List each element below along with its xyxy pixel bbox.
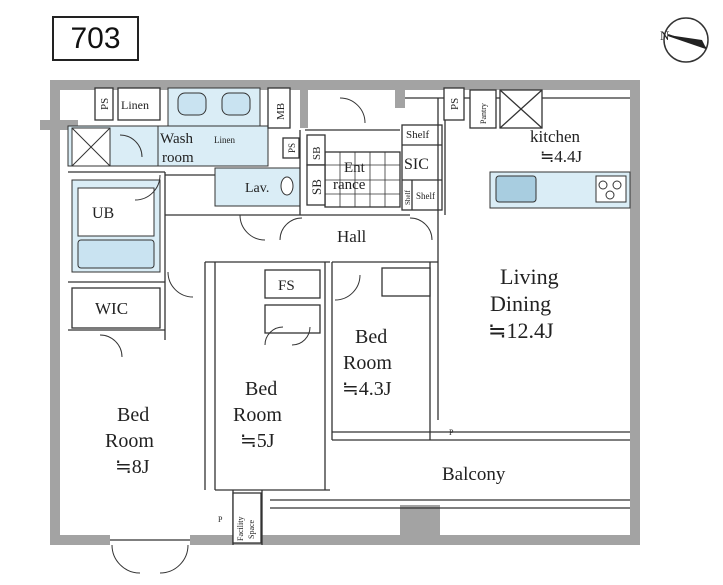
label-bed-main-2: Room bbox=[105, 430, 154, 452]
label-sic: SIC bbox=[404, 156, 429, 173]
label-bed-center-2: Room bbox=[233, 404, 282, 426]
label-bed-right-1: Bed bbox=[355, 326, 387, 348]
label-bed-main-size: ≒8J bbox=[115, 456, 150, 478]
label-p-balcony: P bbox=[218, 515, 223, 524]
sink-left-icon bbox=[177, 92, 207, 116]
fixtures bbox=[71, 92, 627, 269]
room-labels: Wash room UB WIC Bed Room ≒8J Bed Room ≒… bbox=[92, 127, 583, 485]
sink-right-icon bbox=[221, 92, 251, 116]
stove-icon bbox=[595, 175, 627, 203]
label-bed-center-size: ≒5J bbox=[240, 430, 275, 452]
label-ub: UB bbox=[92, 205, 114, 222]
label-bed-center-1: Bed bbox=[245, 378, 277, 400]
interior-walls bbox=[68, 87, 630, 545]
label-ent-2: rance bbox=[333, 177, 366, 193]
fixture-labels: Linen Linen MB PS PS PS Pantry SB SB Lav… bbox=[99, 98, 488, 541]
label-kitchen: kitchen bbox=[530, 127, 581, 146]
label-living-2: Dining bbox=[490, 291, 551, 316]
toilet-icon bbox=[280, 176, 294, 196]
label-bed-right-size: ≒4.3J bbox=[342, 378, 392, 400]
label-ps-left: PS bbox=[99, 98, 111, 110]
label-sb-lower: SB bbox=[309, 179, 324, 195]
sink-kitchen-icon bbox=[495, 175, 537, 203]
label-living-1: Living bbox=[500, 264, 559, 289]
unit-number-label: 703 bbox=[52, 16, 139, 61]
label-mb: MB bbox=[275, 103, 287, 120]
door-swings bbox=[99, 97, 433, 574]
label-fs: FS bbox=[278, 278, 295, 294]
label-kitchen-size: ≒4.4J bbox=[540, 147, 583, 166]
label-wic: WIC bbox=[95, 299, 128, 318]
label-linen-small: Linen bbox=[214, 135, 235, 145]
shower-area bbox=[77, 187, 155, 237]
label-p-living: P bbox=[449, 428, 454, 437]
label-hall: Hall bbox=[337, 227, 367, 246]
label-facility-2: Space bbox=[247, 519, 256, 539]
label-ent-1: Ent bbox=[344, 160, 366, 176]
label-shelf-top: Shelf bbox=[406, 129, 430, 141]
label-bed-main-1: Bed bbox=[117, 404, 149, 426]
label-pantry: Pantry bbox=[479, 103, 488, 124]
label-bed-right-2: Room bbox=[343, 352, 392, 374]
compass-north-label: N bbox=[660, 28, 670, 43]
label-wash-2: room bbox=[162, 150, 194, 166]
label-linen-top: Linen bbox=[121, 98, 149, 112]
label-facility-1: Facility bbox=[236, 517, 245, 541]
label-ps-center: PS bbox=[287, 143, 297, 153]
label-sb-upper: SB bbox=[311, 147, 323, 160]
label-balcony: Balcony bbox=[442, 464, 506, 485]
bathtub-icon bbox=[77, 239, 155, 269]
label-ps-kitchen: PS bbox=[449, 98, 461, 110]
wash-room-area-2 bbox=[157, 125, 269, 167]
label-lav: Lav. bbox=[245, 181, 269, 196]
walls bbox=[40, 80, 640, 545]
label-shelf-right: Shelf bbox=[416, 191, 435, 201]
label-wash: Wash bbox=[160, 131, 193, 147]
label-shelf-left: Shelf bbox=[404, 190, 412, 205]
north-arrow-icon: N bbox=[660, 17, 709, 63]
label-living-size: ≒12.4J bbox=[488, 318, 554, 343]
